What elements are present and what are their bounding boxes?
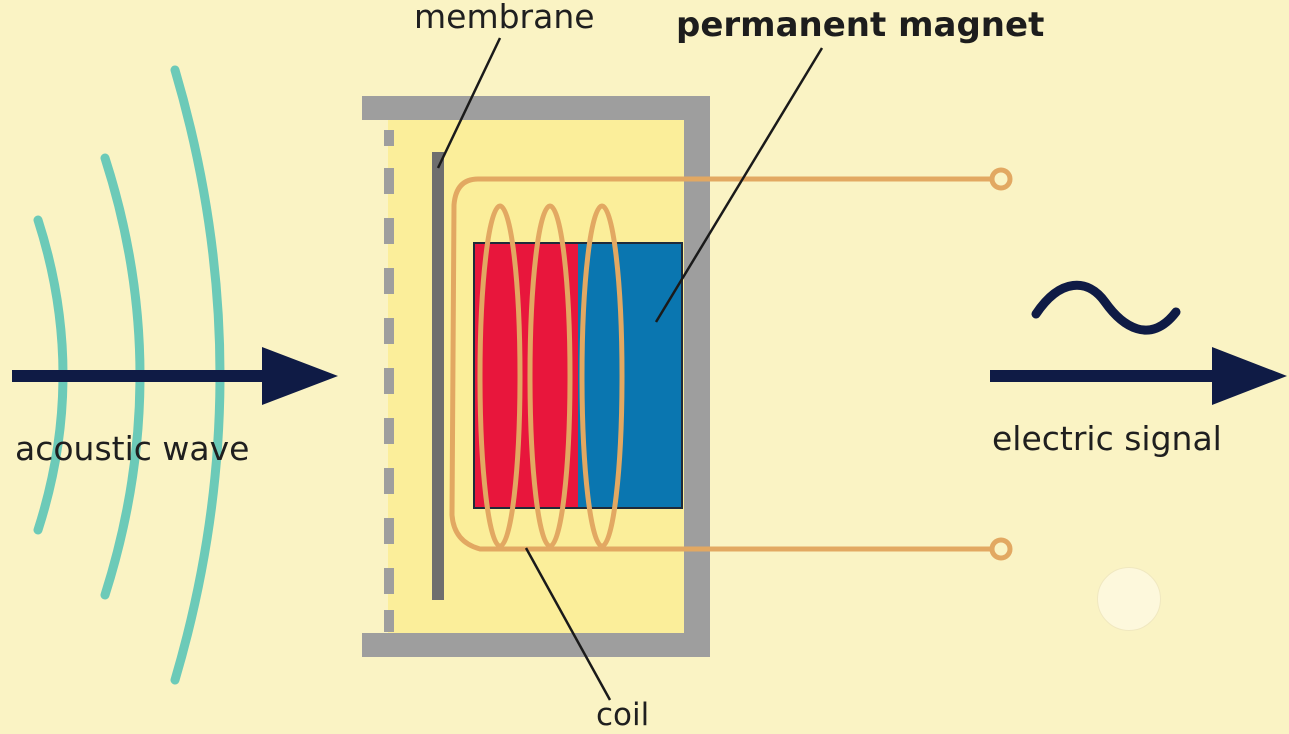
magnet-red bbox=[474, 243, 578, 508]
coil-turn-2 bbox=[527, 203, 573, 549]
coil-lead-top bbox=[449, 176, 996, 552]
permanent-magnet-label: permanent magnet bbox=[676, 5, 1045, 45]
magnet-blue bbox=[578, 243, 682, 508]
terminal-top bbox=[989, 167, 1013, 191]
housing-top bbox=[362, 96, 710, 120]
leader-lines bbox=[436, 37, 824, 701]
magnet-outline bbox=[473, 242, 683, 509]
acoustic-wave-label: acoustic wave bbox=[15, 429, 250, 468]
coil-leader bbox=[524, 547, 612, 701]
magnet-leader bbox=[654, 47, 824, 323]
housing-back bbox=[684, 96, 710, 657]
coil-turn-1 bbox=[477, 203, 523, 549]
housing-bottom bbox=[362, 633, 710, 657]
input-arrow-icon bbox=[12, 347, 338, 405]
electric-signal-label: electric signal bbox=[992, 419, 1222, 458]
membrane-label: membrane bbox=[414, 0, 595, 36]
terminal-bottom bbox=[989, 537, 1013, 561]
coil-label: coil bbox=[596, 697, 650, 733]
housing-grille bbox=[384, 130, 394, 632]
output-arrow-icon bbox=[990, 347, 1287, 405]
membrane bbox=[432, 152, 444, 600]
floating-action-button[interactable] bbox=[1097, 567, 1161, 631]
sine-wave-icon bbox=[1031, 280, 1181, 335]
membrane-leader bbox=[436, 37, 502, 169]
coil bbox=[449, 167, 1013, 561]
coil-turn-3 bbox=[579, 203, 625, 549]
